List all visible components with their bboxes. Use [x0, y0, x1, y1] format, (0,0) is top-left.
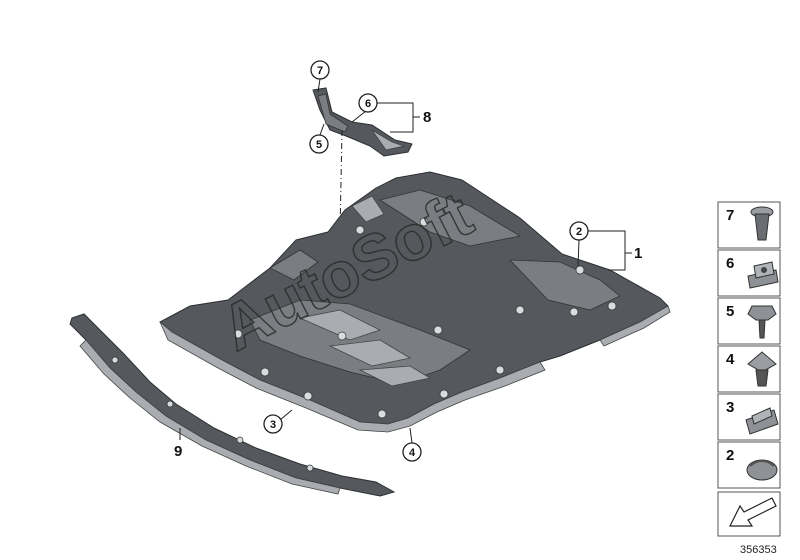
reference-number: 356353 [740, 544, 777, 556]
clip-nut-icon [747, 261, 779, 289]
callout-9-label: 9 [174, 443, 182, 460]
legend-item-5-number: 5 [726, 303, 734, 320]
arrow-back-icon [729, 497, 777, 527]
legend-item-4-number: 4 [726, 351, 735, 368]
push-rivet-icon [750, 206, 774, 241]
arrow-back-button[interactable] [717, 491, 781, 537]
grommet-icon [746, 459, 778, 481]
callout-2: 2 [569, 221, 589, 267]
trim-strip-part-9 [69, 313, 396, 497]
underbody-panel-part-1 [159, 171, 671, 433]
legend-item-4[interactable]: 4 [717, 345, 781, 393]
spring-clip-icon [745, 407, 779, 435]
callout-4-label: 4 [409, 447, 416, 459]
callout-4: 4 [402, 427, 422, 462]
bracket-part-8 [312, 87, 413, 157]
callout-5: 5 [309, 123, 329, 154]
callout-6-label: 6 [365, 98, 371, 110]
callout-7-label: 7 [317, 65, 323, 77]
legend-item-7-number: 7 [726, 207, 734, 224]
callout-8: 8 [377, 102, 431, 133]
callout-5-label: 5 [316, 139, 322, 151]
callout-6: 6 [351, 93, 378, 123]
legend-item-3[interactable]: 3 [717, 393, 781, 441]
callout-1-label: 1 [634, 245, 642, 262]
legend-item-2[interactable]: 2 [717, 441, 781, 489]
callout-2-label: 2 [576, 226, 582, 238]
legend-item-6-number: 6 [726, 255, 734, 272]
expansion-nut-icon [747, 351, 777, 387]
legend-item-5[interactable]: 5 [717, 297, 781, 345]
callout-8-label: 8 [423, 109, 431, 126]
callout-1: 1 [588, 230, 642, 271]
callout-3-label: 3 [270, 419, 276, 431]
legend-item-2-number: 2 [726, 447, 734, 464]
legend-item-6[interactable]: 6 [717, 249, 781, 297]
callout-9: 9 [174, 428, 182, 460]
callout-3: 3 [263, 409, 293, 434]
legend-item-7[interactable]: 7 [717, 201, 781, 249]
legend-item-3-number: 3 [726, 399, 734, 416]
hex-screw-icon [747, 305, 777, 339]
callout-7: 7 [310, 60, 330, 93]
legend-panel: 7 6 5 4 [717, 201, 781, 537]
